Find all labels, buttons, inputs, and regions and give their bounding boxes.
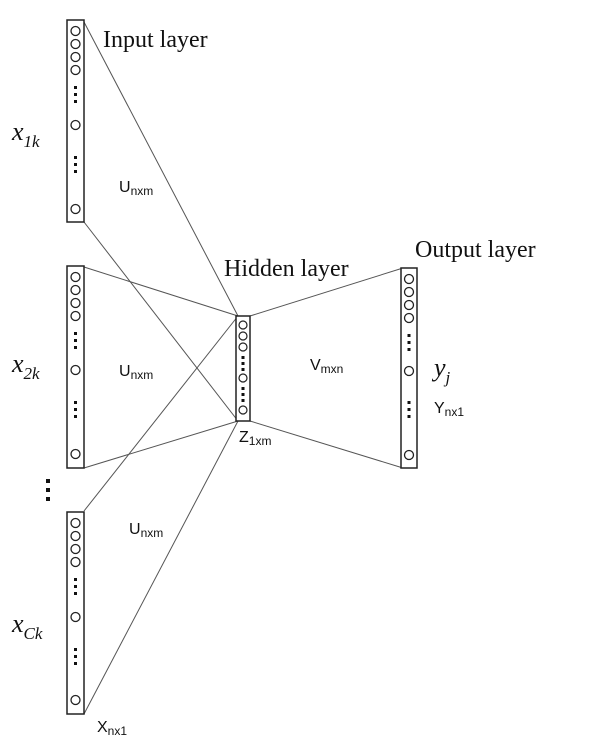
edge-hidden-top-output-top — [249, 267, 404, 317]
input-vectors-ellipsis — [46, 479, 50, 501]
neuron — [70, 203, 81, 215]
ellipsis-dots — [241, 356, 245, 402]
neuron — [70, 530, 81, 542]
neuron — [70, 284, 81, 296]
neuron — [70, 611, 81, 623]
neuron — [70, 364, 81, 376]
input-layer-title: Input layer — [103, 27, 208, 53]
input-vector-c — [66, 511, 85, 715]
neuron — [70, 310, 81, 322]
neuron — [403, 286, 415, 298]
input-vector-2-box — [66, 265, 85, 469]
neuron — [403, 312, 415, 324]
edge-input2-top-hidden-top — [83, 266, 239, 317]
hidden-vector — [235, 315, 251, 422]
neuron — [238, 373, 248, 383]
ellipsis-dots — [74, 578, 77, 665]
output-vector-box — [400, 267, 418, 469]
neuron — [403, 365, 415, 377]
edge-input2-bottom-hidden-bottom — [83, 420, 239, 469]
output-y-label: Ynx1 — [434, 400, 464, 419]
edge-hidden-bottom-output-bottom — [249, 420, 404, 469]
edge-input1-bottom-hidden-bottom — [83, 221, 239, 422]
hidden-layer-title: Hidden layer — [224, 256, 349, 282]
connection-lines — [83, 21, 404, 715]
weight-u-bottom-label: Unxm — [129, 521, 163, 540]
neuron — [403, 299, 415, 311]
neuron — [70, 38, 81, 50]
input-vector-1 — [66, 19, 85, 223]
xck-label: xCk — [11, 609, 43, 643]
neuron — [70, 448, 81, 460]
neuron — [70, 119, 81, 131]
ellipsis-dots — [74, 332, 77, 418]
output-layer-title: Output layer — [415, 237, 536, 263]
input-vector-2 — [66, 265, 85, 469]
neuron — [238, 331, 248, 341]
neuron — [238, 405, 248, 415]
weight-u-top-label: Unxm — [119, 179, 153, 198]
neuron — [70, 543, 81, 555]
yj-label: yj — [431, 353, 451, 387]
ellipsis-dots — [407, 334, 411, 418]
ellipsis-dots — [74, 86, 77, 173]
input-x-label: Xnx1 — [97, 719, 127, 738]
edge-input1-top-hidden-top — [83, 21, 239, 317]
neuron — [70, 297, 81, 309]
edge-inputc-bottom-hidden-bottom — [83, 420, 239, 715]
x2k-label: x2k — [11, 349, 40, 383]
hidden-z-label: Z1xm — [239, 429, 271, 448]
neuron — [70, 51, 81, 63]
neuron — [70, 556, 81, 568]
neuron — [238, 342, 248, 352]
neuron — [403, 449, 415, 461]
neuron — [70, 517, 81, 529]
neuron — [70, 271, 81, 283]
x1k-label: x1k — [11, 117, 40, 151]
neuron — [238, 320, 248, 330]
weight-v-label: Vmxn — [310, 357, 343, 376]
edge-inputc-top-hidden-top — [83, 315, 239, 512]
output-vector — [400, 267, 418, 469]
weight-u-mid-label: Unxm — [119, 363, 153, 382]
neuron — [70, 694, 81, 706]
neuron — [70, 64, 81, 76]
neuron — [403, 273, 415, 285]
neuron — [70, 25, 81, 37]
